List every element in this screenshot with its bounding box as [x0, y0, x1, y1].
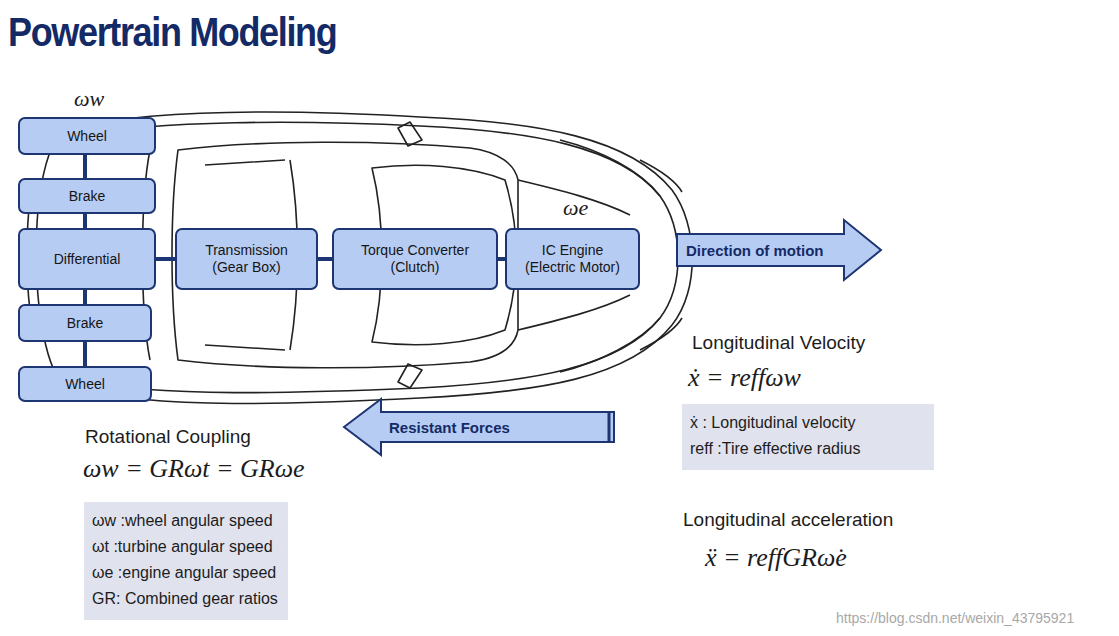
component-box: Differential	[18, 228, 156, 290]
section-heading: Rotational Coupling	[85, 426, 251, 448]
node-label: Direction of motion	[686, 242, 824, 259]
node-label: IC Engine	[542, 242, 603, 259]
section-heading: Longitudinal Velocity	[692, 332, 865, 354]
shaft-line	[83, 342, 87, 366]
arrow-body	[677, 220, 881, 280]
definition-text: ẋ : Longitudinal velocity	[690, 410, 924, 436]
definition-panel: ωw :wheel angular speedωt :turbine angul…	[84, 502, 288, 620]
component-box: Transmission(Gear Box)	[175, 228, 318, 290]
shaft-line	[498, 257, 505, 261]
component-box: IC Engine(Electric Motor)	[505, 228, 640, 290]
arrow-tail-bar	[608, 412, 611, 442]
component-box: Wheel	[18, 117, 156, 155]
node-label: Transmission	[205, 242, 288, 259]
definition-text: ωe :engine angular speed	[92, 560, 278, 586]
component-box: Wheel	[18, 366, 152, 402]
equation: ẋ = reffωw	[688, 363, 801, 393]
node-label: Torque Converter	[361, 242, 469, 259]
component-box: Brake	[18, 178, 156, 214]
equation: ẍ = reffGRω̇e	[705, 543, 847, 573]
definition-text: reff :Tire effective radius	[690, 436, 924, 462]
node-label: (Clutch)	[390, 259, 439, 276]
shaft-line	[156, 257, 175, 261]
shaft-line	[83, 155, 87, 178]
shaft-line	[83, 290, 87, 304]
definition-text: GR: Combined gear ratios	[92, 586, 278, 612]
equation: ωw = GRωt = GRωe	[83, 454, 305, 484]
watermark: https://blog.csdn.net/weixin_43795921	[836, 610, 1074, 626]
node-label: Brake	[69, 188, 106, 205]
definition-text: ωt :turbine angular speed	[92, 534, 278, 560]
definition-text: ωw :wheel angular speed	[92, 508, 278, 534]
arrow-body	[344, 399, 614, 455]
component-box: Torque Converter(Clutch)	[332, 228, 498, 290]
node-label: (Electric Motor)	[525, 259, 620, 276]
shaft-line	[318, 257, 332, 261]
force-arrow: Direction of motion	[676, 219, 882, 281]
shaft-line	[83, 214, 87, 228]
node-label: Wheel	[65, 376, 105, 393]
equation: ωw	[74, 86, 104, 112]
force-arrow: Resistant Forces	[343, 398, 615, 456]
page-title: Powertrain Modeling	[8, 10, 336, 55]
component-box: Brake	[18, 304, 152, 342]
node-label: Brake	[67, 315, 104, 332]
definition-panel: ẋ : Longitudinal velocityreff :Tire effe…	[682, 404, 934, 470]
section-heading: Longitudinal acceleration	[683, 509, 893, 531]
node-label: Resistant Forces	[389, 419, 510, 436]
node-label: Wheel	[67, 128, 107, 145]
node-label: Differential	[54, 251, 121, 268]
node-label: (Gear Box)	[212, 259, 280, 276]
equation: ωe	[563, 195, 588, 221]
